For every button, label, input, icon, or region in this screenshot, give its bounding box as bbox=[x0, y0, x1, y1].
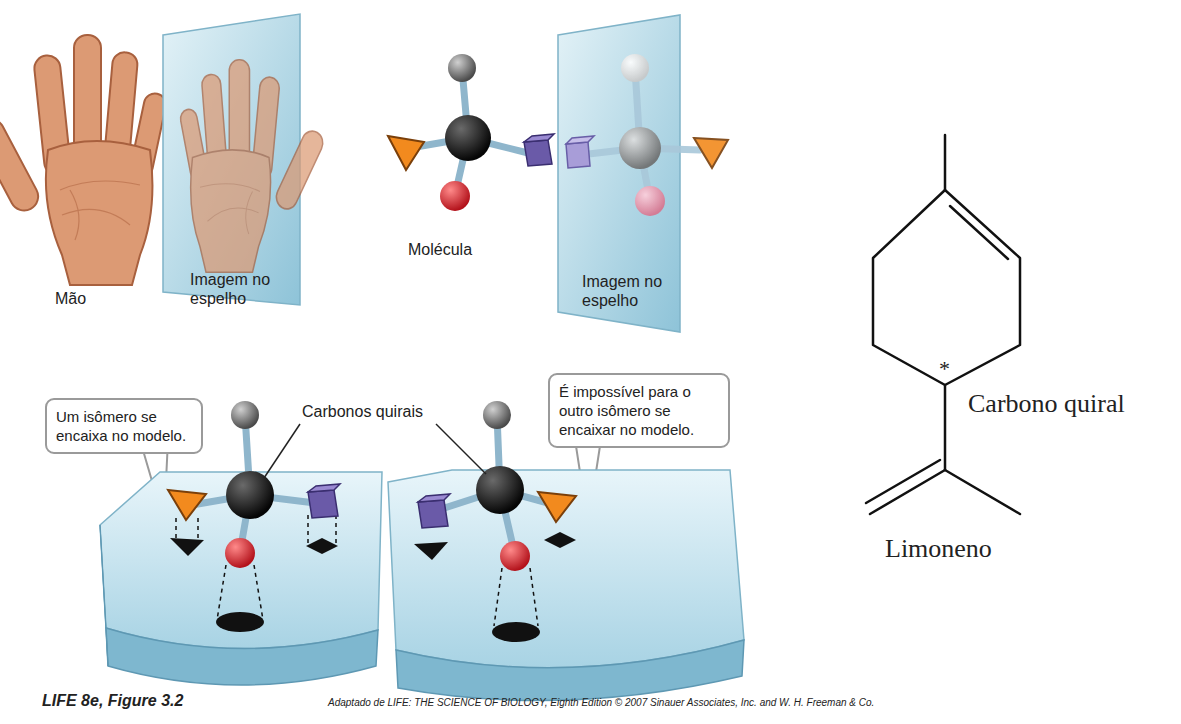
callout-box: É impossível para o outro isômero se enc… bbox=[548, 373, 730, 448]
compound-name: Limoneno bbox=[885, 533, 992, 564]
leader-line bbox=[264, 424, 486, 478]
molecule-reflection bbox=[566, 54, 728, 216]
hand bbox=[0, 35, 168, 285]
structure-label: Carbono quiral bbox=[968, 388, 1125, 419]
pointer-label: Carbonos quirais bbox=[302, 402, 423, 421]
mirror bbox=[558, 15, 680, 332]
figure-caption: LIFE 8e, Figure 3.2 bbox=[42, 691, 183, 710]
figure-label: Imagem no espelho bbox=[582, 272, 677, 310]
molecule bbox=[388, 54, 554, 211]
callout-text: É impossível para o outro isômero se enc… bbox=[559, 383, 719, 439]
figure-label: Mão bbox=[55, 289, 86, 308]
credit-line: Adaptado de LIFE: THE SCIENCE OF BIOLOGY… bbox=[328, 697, 874, 709]
callout-text: Um isômero se encaixa no modelo. bbox=[56, 408, 192, 446]
receptor-model bbox=[388, 470, 744, 701]
limonene-structure bbox=[866, 135, 1020, 514]
chiral-mark: * bbox=[939, 356, 950, 382]
figure-label: Molécula bbox=[408, 240, 472, 259]
figure-label: Imagem no espelho bbox=[190, 270, 285, 308]
hand-reflection bbox=[179, 60, 326, 273]
callout-box: Um isômero se encaixa no modelo. bbox=[45, 398, 203, 454]
receptor-model bbox=[100, 472, 382, 685]
